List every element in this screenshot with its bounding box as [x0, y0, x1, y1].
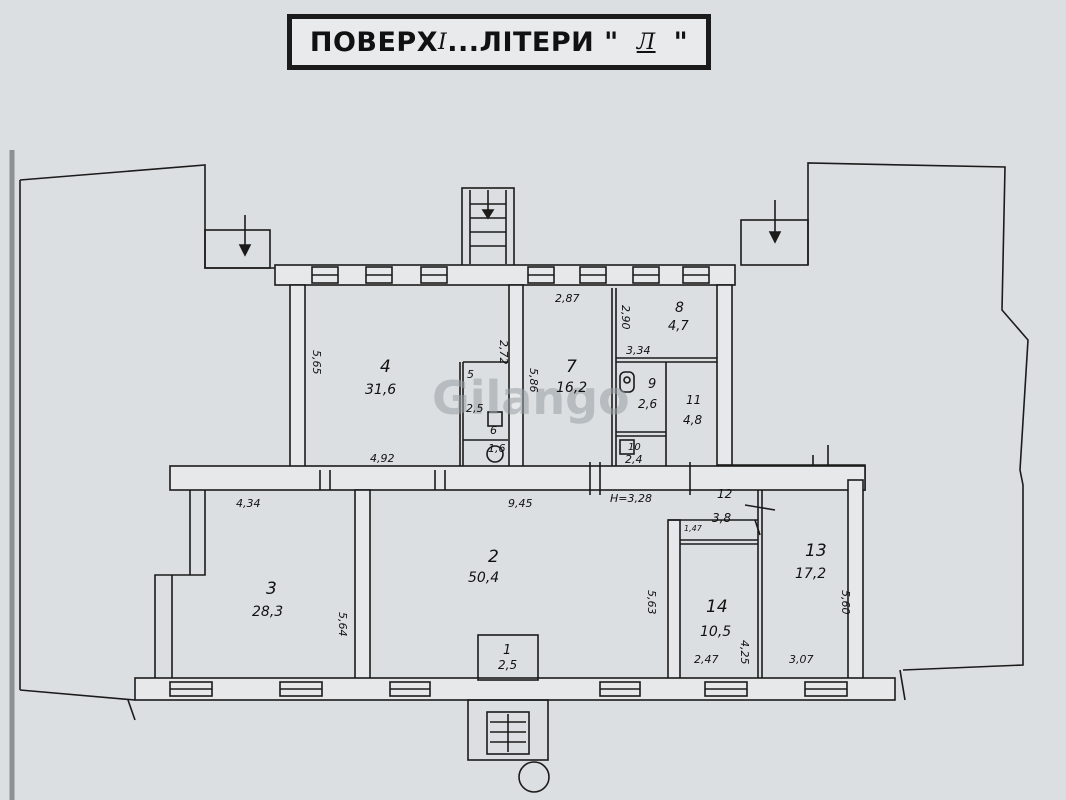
room-number: 13 — [805, 541, 827, 561]
room-area: 2,5 — [498, 658, 517, 672]
room-number: 14 — [706, 597, 728, 617]
room-number: 7 — [566, 357, 577, 377]
room-number: 9 — [648, 377, 656, 392]
title-dots: ... — [447, 26, 480, 58]
room-area: 4,7 — [668, 319, 689, 334]
room-number: 1 — [503, 643, 511, 658]
dimension-label: 4,25 — [738, 640, 751, 665]
dimension-label: 4,92 — [370, 452, 395, 465]
title-stamp: ПОВЕРХ I... ЛІТЕРИ " Л " — [287, 14, 711, 70]
dimension-label: 5,65 — [310, 350, 323, 375]
room-number: 4 — [380, 357, 391, 377]
title-prefix: ПОВЕРХ — [309, 26, 439, 58]
room-area: 1,6 — [488, 442, 506, 455]
room-area: 10,5 — [700, 624, 731, 640]
dimension-label: 2,90 — [619, 305, 632, 330]
room-area: 16,2 — [556, 380, 587, 396]
title-letter: Л — [636, 29, 656, 55]
plan-walls — [9, 150, 1029, 800]
room-area: 2,4 — [625, 453, 643, 466]
room-area: 28,3 — [252, 604, 283, 620]
watermark: Gilango — [432, 371, 630, 425]
room-number: 6 — [490, 424, 497, 437]
room-labels: 4 31,6 5 2,5 6 1,6 7 16,2 8 4,7 9 2,6 10… — [252, 300, 827, 672]
dimension-label: 2,87 — [555, 292, 580, 305]
dimension-label: 1,47 — [684, 524, 703, 533]
room-area: 3,8 — [712, 511, 731, 525]
room-number: 12 — [717, 487, 732, 501]
dimension-label: 3,34 — [626, 344, 651, 357]
room-area: 4,8 — [683, 413, 702, 427]
room-area: 50,4 — [468, 570, 499, 586]
room-number: 11 — [686, 393, 701, 407]
dimension-labels: 2,87 2,72 5,65 5,86 2,90 3,34 4,92 4,34 … — [236, 292, 852, 666]
room-area: 2,6 — [638, 397, 657, 411]
dimension-label: 2,47 — [694, 653, 719, 666]
dimension-label: 5,86 — [527, 368, 540, 393]
room-area: 31,6 — [365, 382, 396, 398]
room-number: 10 — [628, 442, 641, 453]
dimension-label: 5,60 — [839, 590, 852, 615]
room-number: 2 — [488, 547, 499, 567]
title-text: ПОВЕРХ I... ЛІТЕРИ " Л " — [292, 19, 706, 65]
room-number: 3 — [266, 579, 277, 599]
dimension-label: 3,07 — [789, 653, 814, 666]
dimension-label: 9,45 — [508, 497, 533, 510]
room-area: 2,5 — [466, 402, 484, 415]
dimension-label: 5,63 — [645, 590, 658, 615]
dimension-label: 5,64 — [336, 612, 349, 637]
title-suffix: " — [673, 26, 689, 58]
room-number: 8 — [675, 300, 684, 316]
room-number: 5 — [467, 368, 474, 381]
dimension-label: 2,72 — [497, 340, 510, 365]
dimension-label: H=3,28 — [610, 492, 652, 505]
title-floor-number: I — [438, 29, 448, 55]
title-middle: ЛІТЕРИ " — [479, 26, 619, 58]
dimension-label: 4,34 — [236, 497, 261, 510]
room-area: 17,2 — [795, 566, 826, 582]
